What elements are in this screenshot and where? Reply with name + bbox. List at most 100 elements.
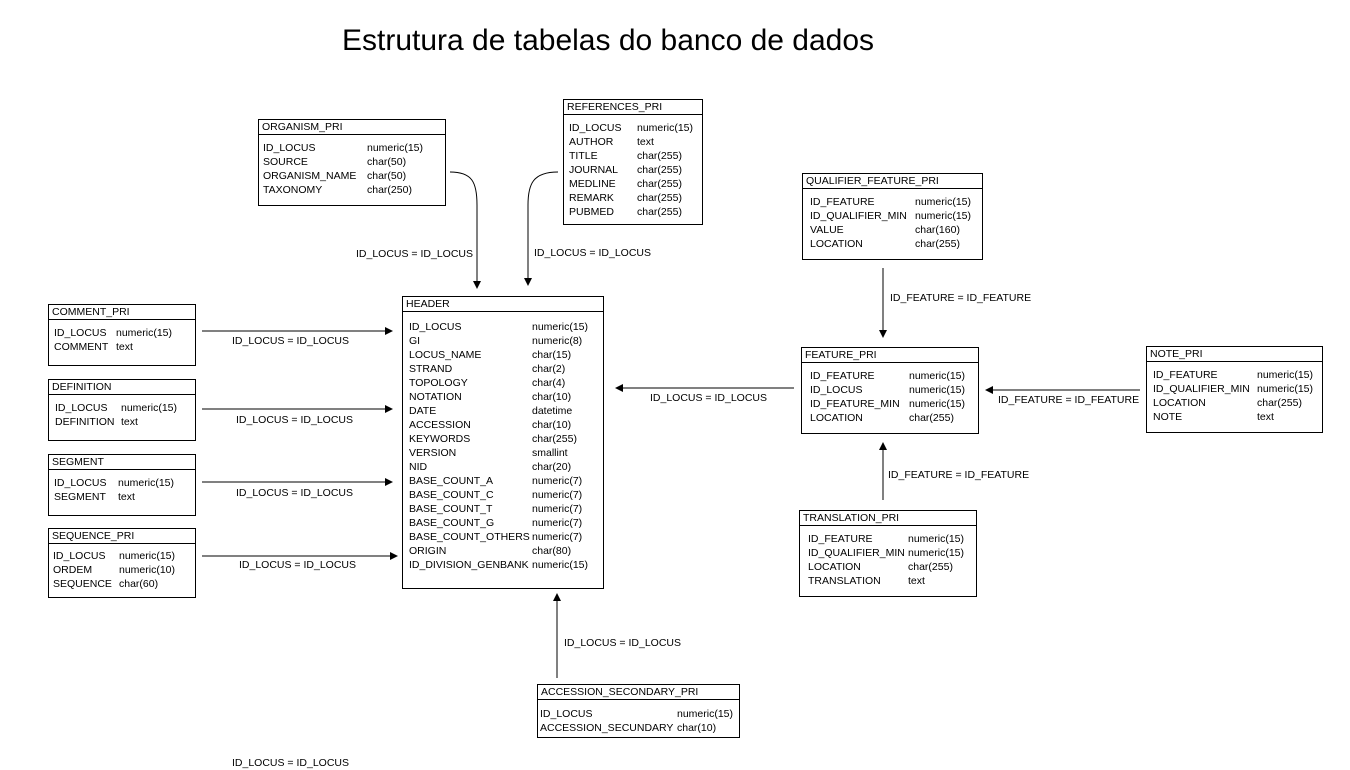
column-type: numeric(7) (532, 489, 583, 501)
table-name: ACCESSION_SECONDARY_PRI (538, 685, 739, 700)
column-type: char(250) (367, 184, 412, 196)
relation-label-comment-header: ID_LOCUS = ID_LOCUS (232, 335, 349, 347)
column-name: COMMENT (54, 341, 109, 353)
column-type: text (637, 136, 654, 148)
column-name: BASE_COUNT_G (409, 517, 495, 529)
column-name: ID_FEATURE (808, 533, 873, 545)
relation-label-note-feature: ID_FEATURE = ID_FEATURE (998, 394, 1140, 406)
column-name: GI (409, 335, 421, 347)
column-type: text (116, 341, 133, 353)
column-name: ORGANISM_NAME (263, 170, 357, 182)
column-name: STRAND (409, 363, 453, 375)
column-type: numeric(15) (121, 402, 178, 414)
column-type: char(20) (532, 461, 572, 473)
column-name: ID_LOCUS (540, 708, 593, 720)
relation-label-translation-feature: ID_FEATURE = ID_FEATURE (888, 469, 1030, 481)
column-type: char(4) (532, 377, 566, 389)
column-name: JOURNAL (569, 164, 619, 176)
column-name: BASE_COUNT_A (409, 475, 494, 487)
column-name: ID_QUALIFIER_MIN (1153, 383, 1250, 395)
column-type: numeric(10) (119, 564, 176, 576)
table-name: COMMENT_PRI (49, 305, 195, 320)
column-name: ID_LOCUS (409, 321, 462, 333)
column-name: ID_LOCUS (54, 477, 107, 489)
column-name: ID_FEATURE (810, 196, 875, 208)
column-name: ACCESSION (409, 419, 471, 431)
table-qualifier-feature-pri[interactable]: QUALIFIER_FEATURE_PRI ID_FEATURE numeric(… (802, 173, 983, 260)
column-name: SEQUENCE (53, 578, 112, 590)
column-name: SEGMENT (54, 491, 106, 503)
column-name: BASE_COUNT_T (409, 503, 493, 515)
column-name: LOCUS_NAME (409, 349, 482, 361)
column-type: char(50) (367, 156, 407, 168)
column-name: DEFINITION (55, 416, 115, 428)
column-name: VERSION (409, 447, 457, 459)
table-row: ACCESSION char(10) (403, 418, 603, 432)
column-name: ID_QUALIFIER_MIN (808, 547, 905, 559)
column-type: char(255) (1257, 397, 1302, 409)
relation-label-sequence-header: ID_LOCUS = ID_LOCUS (239, 559, 356, 571)
column-type: numeric(15) (915, 210, 972, 222)
column-type: datetime (532, 405, 573, 417)
column-name: ID_DIVISION_GENBANK (409, 559, 529, 571)
column-name: ID_FEATURE (810, 370, 875, 382)
column-type: char(10) (532, 419, 572, 431)
column-type: numeric(15) (637, 122, 694, 134)
column-type: numeric(15) (119, 550, 176, 562)
table-row: SOURCE char(50) (259, 155, 445, 169)
column-type: char(50) (367, 170, 407, 182)
line-organism-header (449, 171, 481, 289)
table-name: QUALIFIER_FEATURE_PRI (803, 174, 982, 189)
column-type: numeric(15) (908, 547, 965, 559)
column-name: LOCATION (1153, 397, 1206, 409)
table-name: DEFINITION (49, 380, 195, 395)
table-row: LOCATION char(255) (1147, 396, 1322, 410)
column-name: ID_LOCUS (263, 142, 316, 154)
column-name: ORDEM (53, 564, 93, 576)
table-name: HEADER (403, 297, 603, 312)
column-name: SOURCE (263, 156, 308, 168)
relation-label-definition-header: ID_LOCUS = ID_LOCUS (236, 414, 353, 426)
column-name: VALUE (810, 224, 844, 236)
column-name: ACCESSION_SECUNDARY (540, 722, 674, 734)
table-row: ORDEM numeric(10) (49, 563, 195, 577)
column-name: BASE_COUNT_OTHERS (409, 531, 530, 543)
column-name: TOPOLOGY (409, 377, 468, 389)
column-type: numeric(15) (532, 321, 589, 333)
column-name: ORIGIN (409, 545, 447, 557)
column-name: TAXONOMY (263, 184, 323, 196)
table-row: TOPOLOGY char(4) (403, 376, 603, 390)
